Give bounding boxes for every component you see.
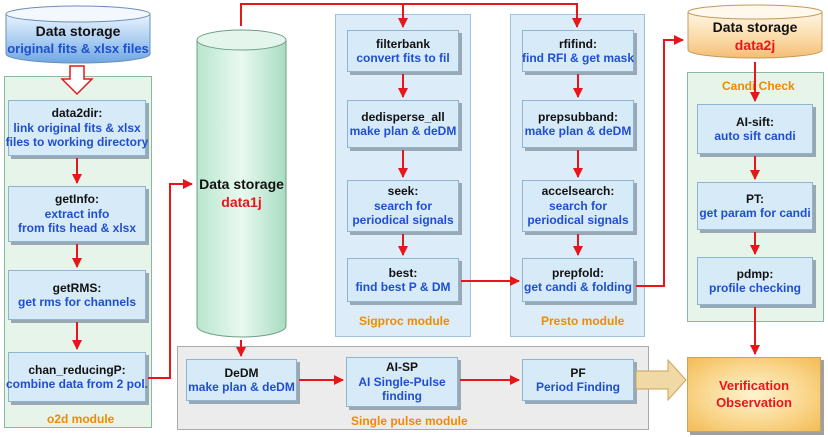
sigproc-module-label: Sigproc module (359, 314, 450, 328)
step-best: best: find best P & DM (347, 258, 459, 302)
storage-desc: data2j (734, 36, 776, 53)
step-pdmp: pdmp: profile checking (697, 257, 813, 305)
single-pulse-module-label: Single pulse module (351, 414, 468, 428)
step-filterbank: filterbank convert fits to fil (347, 30, 459, 72)
candi-check-label: Candi Check (722, 79, 795, 93)
verification-line-2: Observation (716, 394, 792, 410)
step-rfifind: rfifind: find RFI & get mask (522, 30, 634, 72)
storage-title: Data storage (199, 176, 284, 192)
step-getinfo: getInfo: extract info from fits head & x… (8, 186, 146, 242)
storage-desc: data1j (221, 193, 262, 210)
step-prepsubband: prepsubband: make plan & deDM (522, 100, 634, 148)
step-accelsearch: accelsearch: search for periodical signa… (522, 180, 634, 232)
step-dedm: DeDM make plan & deDM (186, 359, 297, 401)
step-seek: seek: search for periodical signals (347, 180, 459, 232)
o2d-module-label: o2d module (47, 412, 115, 426)
step-dedisperse-all: dedisperse_all make plan & deDM (347, 100, 459, 148)
step-ai-sift: AI-sift: auto sift candi (697, 104, 813, 154)
storage-title: Data storage (35, 23, 121, 39)
verification-line-1: Verification (718, 378, 790, 394)
step-prepfold: prepfold: get candi & folding (522, 258, 634, 302)
step-ai-sp: AI-SP AI Single-Pulse finding (346, 357, 458, 407)
step-chan-reducingp: chan_reducingP: combine data from 2 pol. (6, 352, 148, 402)
step-pt: PT: get param for candi (697, 182, 813, 230)
presto-module-label: Presto module (541, 314, 625, 328)
step-getrms: getRMS: get rms for channels (8, 270, 146, 320)
storage-cylinder-data1j: Data storage data1j (195, 28, 288, 340)
storage-desc: original fits & xlsx files (7, 40, 149, 56)
step-pf: PF Period Finding (522, 359, 634, 401)
storage-cylinder-original: Data storage original fits & xlsx files (4, 4, 152, 66)
storage-cylinder-data2j: Data storage data2j (686, 3, 824, 61)
step-data2dir: data2dir: link original fits & xlsx file… (6, 100, 148, 156)
verification-observation-box: Verification Observation (687, 357, 821, 432)
storage-title: Data storage (712, 19, 798, 35)
